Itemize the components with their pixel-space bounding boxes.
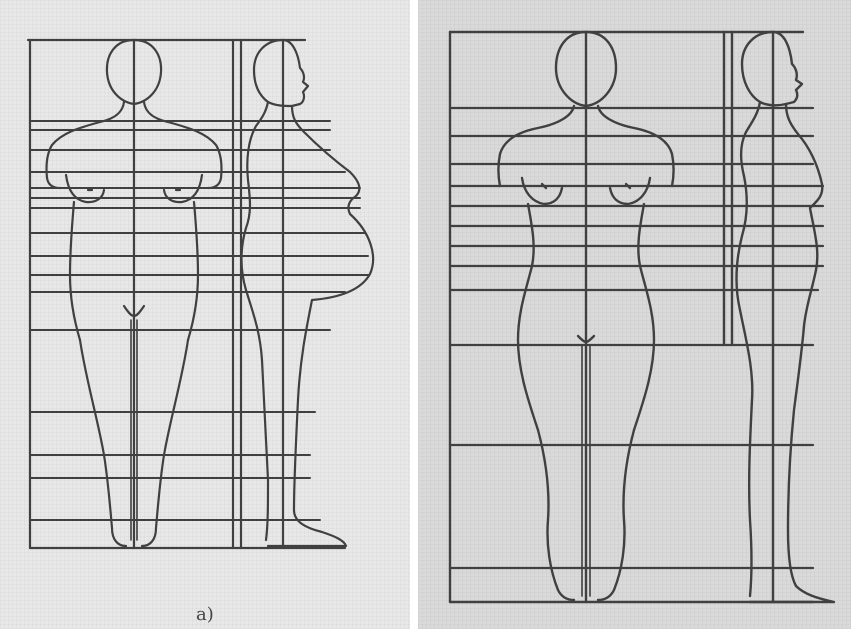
background-grid xyxy=(418,0,851,629)
background-grid xyxy=(0,0,410,629)
panel-left: a) xyxy=(0,0,410,629)
proportion-diagram-left xyxy=(0,0,410,629)
panel-divider xyxy=(410,0,418,629)
panel-caption: a) xyxy=(196,606,214,624)
panel-right xyxy=(418,0,851,629)
proportion-diagram-right xyxy=(418,0,851,629)
